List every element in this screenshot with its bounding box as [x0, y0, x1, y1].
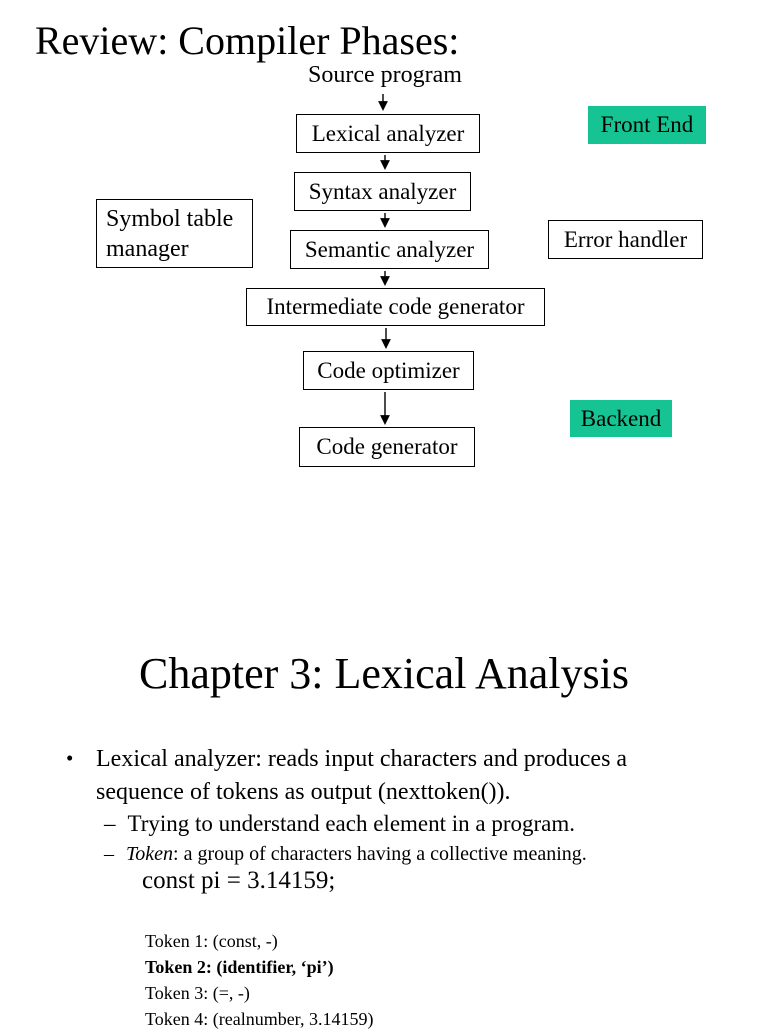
token-list: Token 1: (const, -) Token 2: (identifier… — [145, 928, 373, 1032]
dash-icon: – — [104, 811, 116, 836]
bullet-lexical-analyzer: • Lexical analyzer: reads input character… — [66, 742, 627, 809]
token-item-4: Token 4: (realnumber, 3.14159) — [145, 1009, 374, 1029]
slide-lexical-analysis: Chapter 3: Lexical Analysis • Lexical ana… — [0, 500, 768, 1029]
code-example: const pi = 3.14159; — [142, 867, 336, 894]
token-item-1: Token 1: (const, -) — [145, 931, 278, 951]
slide1-title: Review: Compiler Phases: — [35, 18, 460, 63]
flow-box-intermediate-code-generator: Intermediate code generator — [246, 288, 545, 326]
sub-bullet-token: –Token: a group of characters having a c… — [104, 843, 587, 866]
sub-bullet-trying-text: Trying to understand each element in a p… — [127, 811, 576, 836]
flow-box-semantic-analyzer: Semantic analyzer — [290, 230, 489, 269]
backend-highlight: Backend — [570, 400, 672, 437]
sub-bullet-token-text: : a group of characters having a collect… — [173, 843, 587, 865]
flow-box-error-handler: Error handler — [548, 220, 703, 259]
bullet-line-1: • Lexical analyzer: reads input character… — [66, 742, 627, 776]
source-program-label: Source program — [308, 62, 462, 88]
front-end-highlight: Front End — [588, 106, 706, 144]
flow-box-syntax-analyzer: Syntax analyzer — [294, 172, 471, 211]
sub-bullet-trying: –Trying to understand each element in a … — [104, 811, 575, 837]
flow-box-code-generator: Code generator — [299, 427, 475, 467]
flow-box-lexical-analyzer: Lexical analyzer — [296, 114, 480, 153]
token-item-3: Token 3: (=, -) — [145, 983, 250, 1003]
bullet-text-line2: sequence of tokens as output (nexttoken(… — [96, 779, 511, 805]
dash-icon: – — [104, 843, 114, 865]
token-term-italic: Token — [126, 843, 174, 865]
slide-compiler-phases: Review: Compiler Phases: Source program … — [0, 0, 768, 500]
bullet-icon: • — [66, 746, 74, 770]
symbol-table-line1: Symbol table — [106, 205, 234, 232]
flow-box-code-optimizer: Code optimizer — [303, 351, 474, 390]
slide2-title: Chapter 3: Lexical Analysis — [139, 649, 629, 698]
flow-box-symbol-table-manager: Symbol table manager — [96, 199, 253, 268]
symbol-table-line2: manager — [106, 235, 189, 262]
bullet-text-line1: Lexical analyzer: reads input characters… — [96, 746, 628, 772]
token-item-2: Token 2: (identifier, ‘pi’) — [145, 957, 334, 977]
